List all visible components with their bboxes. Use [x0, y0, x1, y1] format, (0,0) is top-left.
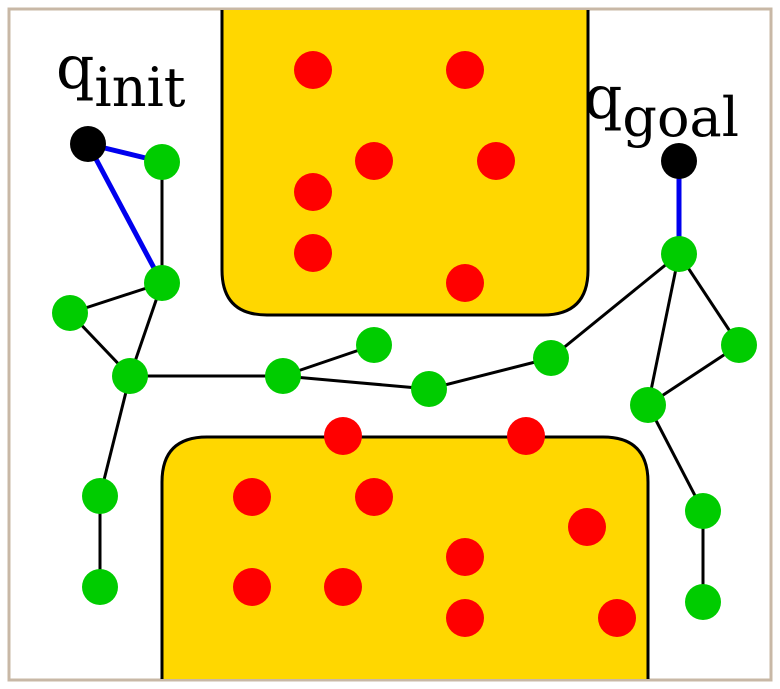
init-label-base: q [56, 33, 94, 103]
collision-sample [324, 417, 362, 455]
roadmap-edge [550, 252, 680, 360]
collision-samples [233, 51, 636, 637]
roadmap-node [630, 387, 666, 423]
roadmap-edge [282, 374, 430, 391]
collision-sample [507, 417, 545, 455]
roadmap-node [82, 478, 118, 514]
roadmap-node [411, 371, 447, 407]
collision-sample [233, 568, 271, 606]
init-label: qinit [56, 33, 186, 119]
goal-label: qgoal [584, 63, 739, 149]
roadmap-node [661, 236, 697, 272]
collision-sample [233, 478, 271, 516]
roadmap-edge [428, 356, 552, 391]
roadmap-node [52, 295, 88, 331]
roadmap-node [112, 358, 148, 394]
collision-sample [355, 478, 393, 516]
obstacle-bottom [160, 435, 650, 679]
collision-sample [294, 51, 332, 89]
roadmap-node [721, 327, 757, 363]
roadmap-edge [677, 253, 741, 346]
roadmap-edge [98, 375, 132, 497]
collision-sample [294, 173, 332, 211]
init-connection-edge [85, 142, 165, 285]
roadmap-node [533, 340, 569, 376]
collision-sample [446, 599, 484, 637]
collision-sample [324, 568, 362, 606]
roadmap-node [685, 493, 721, 529]
roadmap-node [356, 327, 392, 363]
collision-sample [355, 142, 393, 180]
roadmap-node [144, 144, 180, 180]
collision-sample [446, 51, 484, 89]
roadmap-node [265, 358, 301, 394]
goal-label-sub: goal [622, 86, 739, 149]
collision-sample [446, 538, 484, 576]
roadmap-node [685, 584, 721, 620]
init-label-sub: init [94, 56, 185, 119]
roadmap-nodes [52, 144, 757, 620]
goal-label-base: q [584, 63, 622, 133]
roadmap-edge [647, 343, 740, 407]
goal-point [661, 143, 697, 179]
roadmap-node [82, 569, 118, 605]
roadmap-edge [646, 253, 681, 406]
obstacle-top [220, 10, 590, 317]
collision-sample [446, 264, 484, 302]
collision-sample [294, 234, 332, 272]
collision-sample [598, 599, 636, 637]
collision-sample [568, 508, 606, 546]
roadmap-edge [646, 404, 705, 512]
roadmap-node [144, 265, 180, 301]
collision-sample [477, 142, 515, 180]
init-point [70, 126, 106, 162]
